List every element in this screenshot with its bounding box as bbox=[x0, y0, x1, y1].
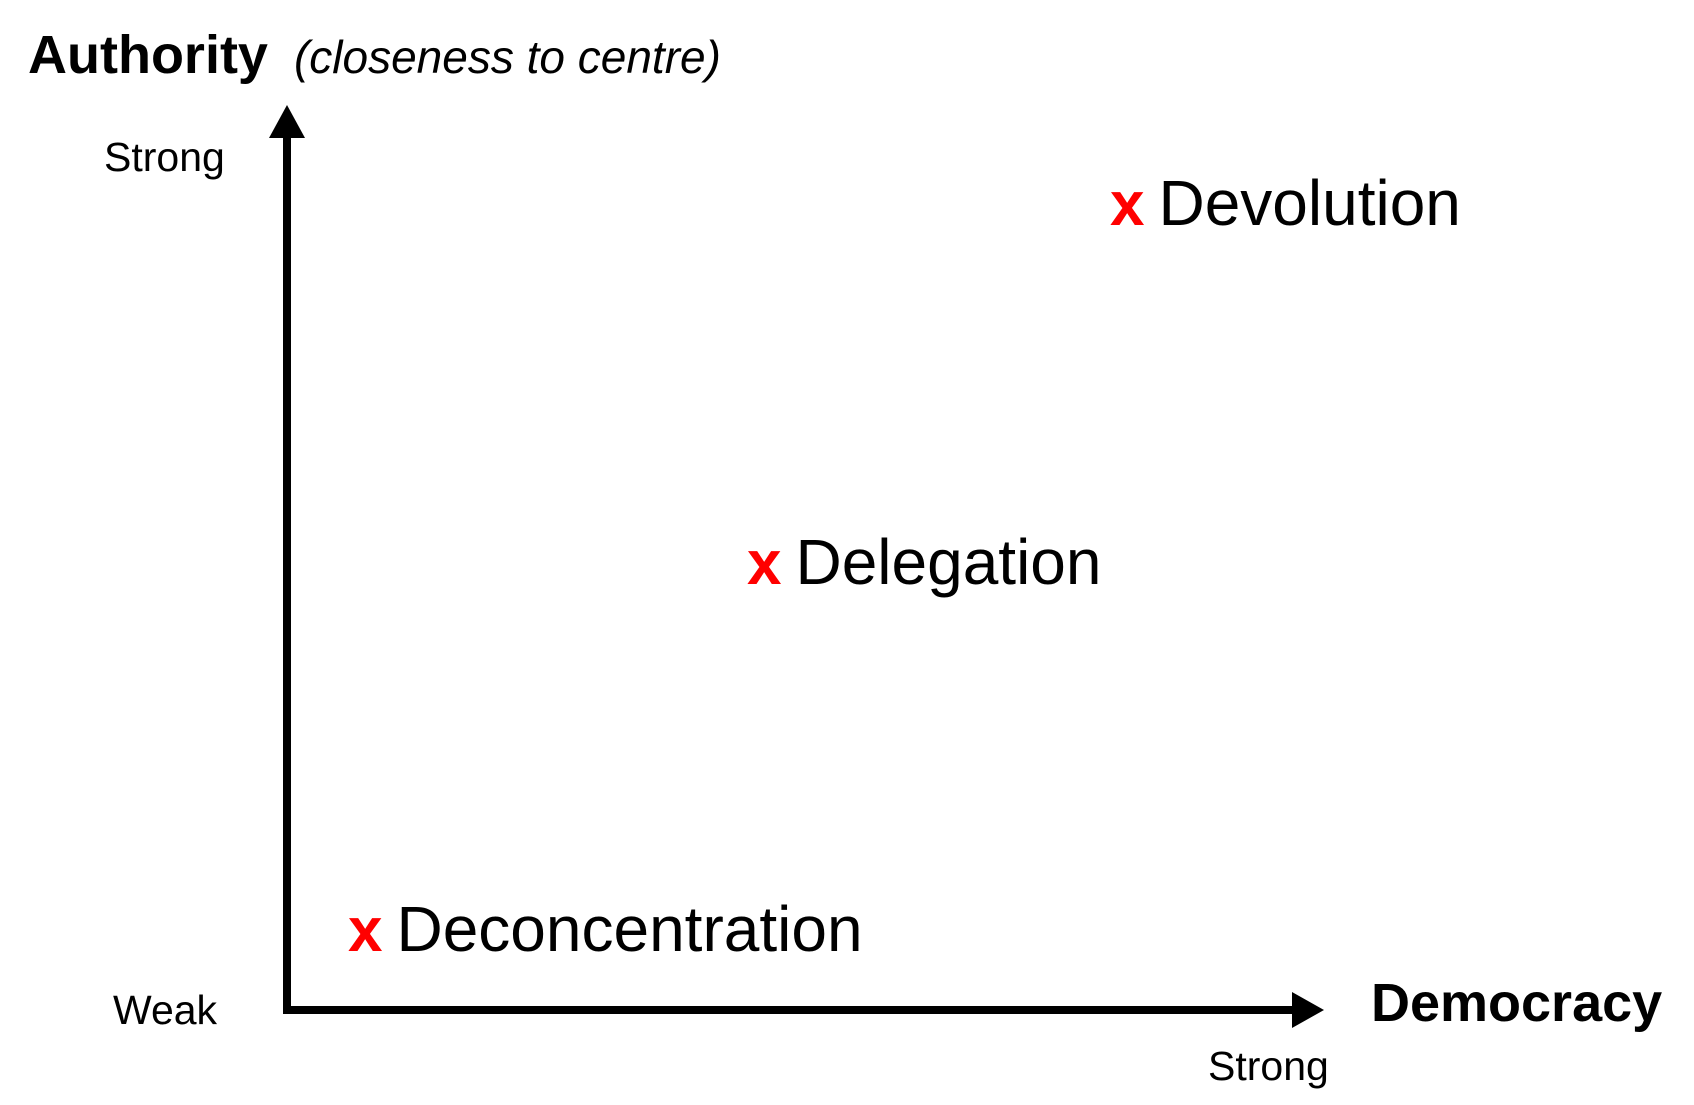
x-axis-low-label: Weak bbox=[113, 987, 218, 1033]
x-axis-arrowhead bbox=[1292, 992, 1324, 1028]
y-axis-title: Authority (closeness to centre) bbox=[28, 28, 721, 82]
y-axis-arrowhead bbox=[269, 105, 305, 138]
y-axis-note: (closeness to centre) bbox=[293, 31, 721, 83]
x-marker: x bbox=[1110, 170, 1145, 239]
y-axis-title-text: Authority bbox=[28, 25, 268, 85]
x-marker: x bbox=[747, 529, 782, 598]
x-marker: x bbox=[348, 896, 383, 965]
point-label-delegation: Delegation bbox=[795, 526, 1102, 598]
x-axis-high-label: Strong bbox=[1208, 1043, 1329, 1089]
point-label-devolution: Devolution bbox=[1158, 167, 1461, 239]
y-axis-high-label: Strong bbox=[104, 134, 225, 180]
point-label-deconcentration: Deconcentration bbox=[396, 893, 863, 965]
x-axis-title: Democracy bbox=[1371, 973, 1663, 1033]
